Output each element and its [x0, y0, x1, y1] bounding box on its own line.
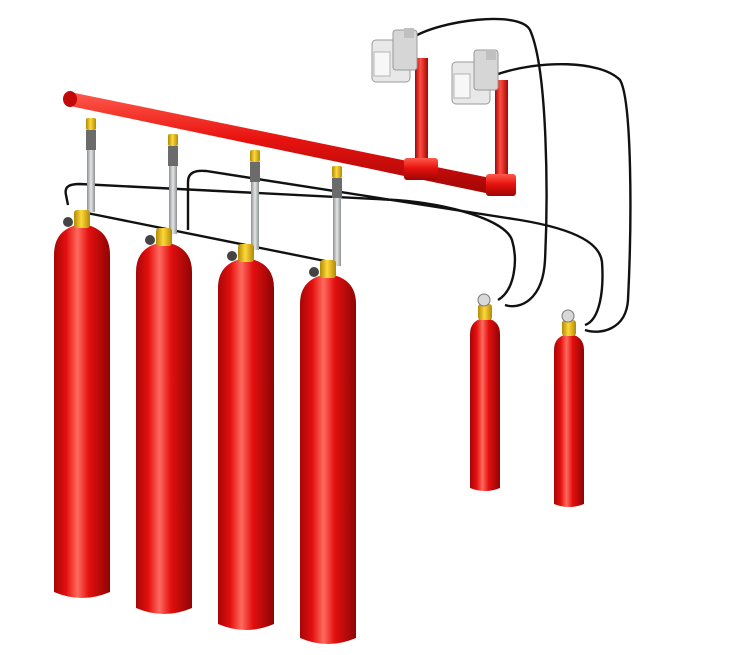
pilot-cylinder-1: [470, 293, 500, 491]
pilot-cylinder-2: [554, 309, 584, 507]
selector-risers: [415, 58, 508, 190]
cylinder-valves: [63, 210, 336, 278]
selector-valve-actuator-2: [451, 49, 499, 105]
main-cylinder-3: [218, 258, 274, 630]
manifold-pipe: [63, 91, 516, 196]
main-cylinder-1: [54, 224, 110, 598]
selector-valve-actuator-1: [371, 28, 418, 83]
main-cylinder-2: [136, 242, 192, 614]
discharge-hoses: [86, 118, 342, 266]
main-cylinder-4: [300, 274, 356, 644]
pilot-tubing: [64, 17, 632, 333]
